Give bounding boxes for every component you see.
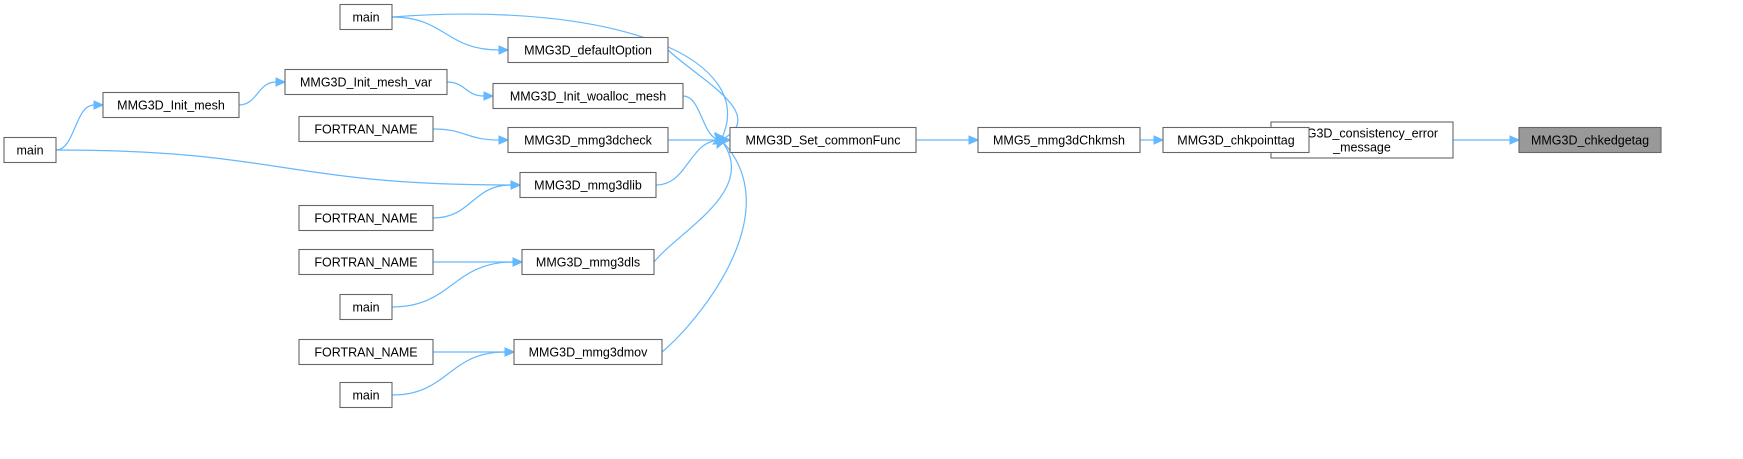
node-box bbox=[507, 126, 669, 154]
node-chkpointtag[interactable]: MMG3D_chkpointtag bbox=[1162, 126, 1310, 154]
edge-initmeshvar-to-initwoalloc bbox=[446, 81, 495, 101]
node-box bbox=[507, 36, 669, 64]
node-box bbox=[339, 293, 393, 321]
edge-setcommon-to-chkmsh bbox=[916, 135, 980, 145]
node-box bbox=[1162, 126, 1310, 154]
node-box bbox=[519, 171, 657, 199]
node-box bbox=[339, 381, 393, 409]
node-box bbox=[298, 204, 434, 232]
node-label: MMG3D_mmg3dcheck bbox=[524, 134, 653, 148]
node-label: FORTRAN_NAME bbox=[314, 123, 417, 137]
edge-main_left-to-mmg3dlib bbox=[55, 149, 522, 190]
node-label: MMG3D_consistency_error bbox=[1286, 127, 1438, 141]
node-box bbox=[298, 115, 434, 143]
edge-mmg3dmov-to-setcommon bbox=[661, 132, 747, 353]
node-fortran3[interactable]: FORTRAN_NAME bbox=[298, 248, 434, 276]
node-label: main bbox=[16, 144, 43, 158]
node-box bbox=[339, 3, 393, 31]
node-initmesh[interactable]: MMG3D_Init_mesh bbox=[102, 91, 240, 119]
node-box bbox=[298, 248, 434, 276]
node-label: MMG5_mmg3dChkmsh bbox=[993, 134, 1125, 148]
node-label: MMG3D_mmg3dmov bbox=[529, 346, 649, 360]
node-label: MMG3D_Init_mesh_var bbox=[300, 76, 432, 90]
node-fortran1[interactable]: FORTRAN_NAME bbox=[298, 115, 434, 143]
arrowhead bbox=[1509, 135, 1521, 145]
node-label: MMG3D_chkedgetag bbox=[1531, 134, 1649, 148]
edge-fortran1-to-mmg3dcheck bbox=[432, 128, 510, 145]
node-box bbox=[3, 136, 57, 164]
node-label: main bbox=[352, 301, 379, 315]
node-label: MMG3D_defaultOption bbox=[524, 44, 652, 58]
edge-main_left-to-initmesh bbox=[55, 100, 105, 151]
node-box bbox=[1518, 126, 1662, 154]
node-initwoalloc[interactable]: MMG3D_Init_woalloc_mesh bbox=[492, 82, 684, 110]
arrowhead bbox=[504, 347, 516, 357]
node-box bbox=[513, 338, 663, 366]
node-label: MMG3D_chkpointtag bbox=[1177, 134, 1294, 148]
arrowhead bbox=[713, 132, 725, 144]
arrowhead bbox=[1153, 135, 1165, 145]
node-box bbox=[729, 126, 917, 154]
node-box bbox=[298, 338, 434, 366]
node-main2[interactable]: main bbox=[339, 293, 393, 321]
node-chkmsh[interactable]: MMG5_mmg3dChkmsh bbox=[977, 126, 1141, 154]
node-label: MMG3D_Init_woalloc_mesh bbox=[510, 90, 666, 104]
node-main3[interactable]: main bbox=[339, 381, 393, 409]
node-mmg3dcheck[interactable]: MMG3D_mmg3dcheck bbox=[507, 126, 669, 154]
edge-main2-to-mmg3dls bbox=[391, 257, 524, 308]
node-fortran2[interactable]: FORTRAN_NAME bbox=[298, 204, 434, 232]
edge-consistency-to-chkedgetag bbox=[1453, 135, 1521, 145]
arrowhead bbox=[483, 91, 495, 101]
edge-initmesh-to-initmeshvar bbox=[238, 77, 287, 106]
node-label: MMG3D_mmg3dls bbox=[536, 256, 640, 270]
arrowhead bbox=[510, 180, 522, 190]
nodes-layer: MMG3D_chkedgetag MMG3D_consistency_error_… bbox=[3, 3, 1662, 409]
edges-layer bbox=[55, 13, 1521, 396]
node-label: main bbox=[352, 389, 379, 403]
edge-chkmsh-to-chkpointtag bbox=[1140, 135, 1165, 145]
node-label: FORTRAN_NAME bbox=[314, 256, 417, 270]
node-defaultopt[interactable]: MMG3D_defaultOption bbox=[507, 36, 669, 64]
node-label: MMG3D_mmg3dlib bbox=[534, 179, 642, 193]
node-setcommon[interactable]: MMG3D_Set_commonFunc bbox=[729, 126, 917, 154]
node-label: FORTRAN_NAME bbox=[314, 346, 417, 360]
arrowhead bbox=[498, 135, 510, 145]
node-box bbox=[977, 126, 1141, 154]
arrowhead bbox=[93, 100, 105, 110]
node-mmg3dls[interactable]: MMG3D_mmg3dls bbox=[521, 248, 655, 276]
node-main_left[interactable]: main bbox=[3, 136, 57, 164]
node-main1[interactable]: main bbox=[339, 3, 393, 31]
node-label: MMG3D_Set_commonFunc bbox=[746, 134, 901, 148]
node-label: FORTRAN_NAME bbox=[314, 212, 417, 226]
node-mmg3dmov[interactable]: MMG3D_mmg3dmov bbox=[513, 338, 663, 366]
node-label: main bbox=[352, 11, 379, 25]
node-fortran4[interactable]: FORTRAN_NAME bbox=[298, 338, 434, 366]
edge-fortran2-to-mmg3dlib bbox=[432, 180, 522, 219]
edge-main3-to-mmg3dmov bbox=[391, 347, 516, 396]
node-label: _message bbox=[1332, 141, 1391, 155]
node-label: MMG3D_Init_mesh bbox=[117, 99, 225, 113]
node-box bbox=[521, 248, 655, 276]
node-box bbox=[102, 91, 240, 119]
node-box bbox=[492, 82, 684, 110]
edge-main1-to-defaultopt bbox=[391, 16, 510, 55]
node-box bbox=[284, 68, 448, 96]
node-mmg3dlib[interactable]: MMG3D_mmg3dlib bbox=[519, 171, 657, 199]
node-initmeshvar[interactable]: MMG3D_Init_mesh_var bbox=[284, 68, 448, 96]
arrowhead bbox=[968, 135, 980, 145]
node-chkedgetag: MMG3D_chkedgetag bbox=[1518, 126, 1662, 154]
arrowhead bbox=[512, 257, 524, 267]
arrowhead bbox=[498, 45, 510, 55]
arrowhead bbox=[275, 77, 287, 87]
